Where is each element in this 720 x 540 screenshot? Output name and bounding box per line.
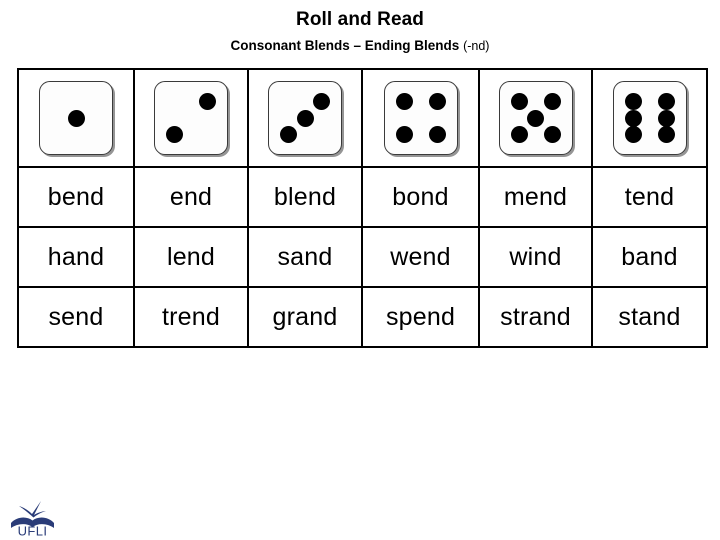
dice-cell-2 [133, 68, 249, 168]
die-4-icon [383, 81, 458, 155]
page-subtitle-suffix: (-nd) [463, 39, 490, 53]
word-cell: wind [478, 226, 593, 288]
dice-cell-6 [591, 68, 708, 168]
pip [395, 93, 413, 110]
table-row: send trend grand spend strand stand [17, 286, 708, 348]
page-title: Roll and Read [296, 9, 424, 30]
word-cell: trend [133, 286, 249, 348]
pip [313, 93, 330, 110]
ufli-logo: UFLI [8, 496, 60, 536]
word-cell: blend [247, 166, 363, 228]
word-cell: bond [361, 166, 480, 228]
word-cell: end [133, 166, 249, 228]
pip [166, 126, 183, 143]
pip [657, 126, 675, 143]
pip [67, 109, 85, 127]
die-3-icon [268, 81, 342, 155]
pip [543, 126, 561, 143]
word-cell: tend [591, 166, 708, 228]
word-cell: strand [478, 286, 593, 348]
page-subtitle: Consonant Blends – Ending Blends (-nd) [0, 37, 720, 55]
word-cell: spend [361, 286, 480, 348]
die-1-icon [39, 81, 113, 155]
roll-and-read-table: bend end blend bond mend tend hand lend … [17, 68, 708, 348]
ufli-wordmark: UFLI [18, 524, 48, 537]
word-cell: sand [247, 226, 363, 288]
ufli-logo-icon: UFLI [11, 501, 54, 537]
bird-swoosh [19, 501, 46, 518]
pip [428, 93, 446, 110]
pip [296, 109, 314, 127]
word-cell: bend [17, 166, 135, 228]
page-subtitle-main: Consonant Blends – Ending Blends [230, 38, 460, 53]
dice-cell-5 [478, 68, 593, 168]
pip [624, 126, 642, 143]
header: Roll and Read Consonant Blends – Ending … [0, 8, 720, 55]
die-5-icon [498, 81, 573, 155]
pip [657, 93, 675, 110]
word-cell: band [591, 226, 708, 288]
book-right-page [32, 517, 54, 528]
pip [543, 93, 561, 110]
table-row: bend end blend bond mend tend [17, 166, 708, 228]
die-2-icon [154, 81, 228, 155]
pip [624, 109, 642, 127]
word-cell: send [17, 286, 135, 348]
table-row: hand lend sand wend wind band [17, 226, 708, 288]
word-cell: grand [247, 286, 363, 348]
word-cell: wend [361, 226, 480, 288]
pip [428, 126, 446, 143]
die-6-icon [612, 81, 687, 155]
pip [395, 126, 413, 143]
dice-cell-3 [247, 68, 363, 168]
pip [657, 109, 675, 127]
word-cell: hand [17, 226, 135, 288]
pip [510, 93, 528, 110]
dice-header-row [17, 68, 708, 168]
word-cell: stand [591, 286, 708, 348]
dice-cell-1 [17, 68, 135, 168]
pip [624, 93, 642, 110]
pip [280, 126, 297, 143]
word-cell: lend [133, 226, 249, 288]
word-cell: mend [478, 166, 593, 228]
book-left-page [11, 517, 33, 528]
pip [527, 109, 544, 127]
dice-cell-4 [361, 68, 480, 168]
pip [199, 93, 216, 110]
pip [510, 126, 528, 143]
